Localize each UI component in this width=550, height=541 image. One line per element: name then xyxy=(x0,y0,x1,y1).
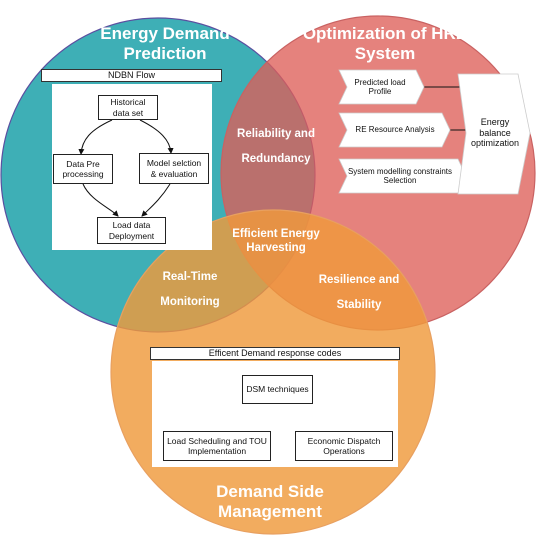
label-predicted-load: Predicted load Profile xyxy=(354,77,406,96)
chevron-re-resource xyxy=(338,112,451,148)
chevron-predicted-load xyxy=(338,69,425,105)
box-data-preprocessing: Data Pre processing xyxy=(53,154,113,184)
ndbn-flow-header xyxy=(41,69,222,82)
box-historical-data: Historical data set xyxy=(98,95,158,120)
overlap-resilience: Resilience and Stability xyxy=(318,274,400,312)
box-economic-dispatch: Economic Dispatch Operations xyxy=(295,431,393,461)
chevron-energy-balance xyxy=(457,73,531,195)
dsm-header xyxy=(150,347,400,360)
box-model-selection: Model selction & evaluation xyxy=(139,153,209,184)
overlap-realtime-monitoring: Real-Time Monitoring xyxy=(160,271,220,309)
title-demand-side-management: Demand Side Management xyxy=(216,482,324,522)
dsm-title: Efficent Demand response codes xyxy=(208,348,342,358)
label-energy-balance: Energy balance optimization xyxy=(470,117,520,149)
title-energy-demand-prediction: Energy Demand Prediction xyxy=(100,24,230,64)
box-dsm-techniques: DSM techniques xyxy=(242,375,313,404)
title-hre-optimization: Optimization of HRE System xyxy=(302,24,468,64)
label-constraints: System modelling constraints Selection xyxy=(347,166,453,185)
box-load-deployment: Load data Deployment xyxy=(97,217,166,244)
box-load-scheduling: Load Scheduling and TOU Implementation xyxy=(163,431,271,461)
ndbn-flow-title: NDBN Flow xyxy=(107,70,155,80)
overlap-efficient-energy: Efficient Energy Harvesting xyxy=(232,228,320,254)
overlap-reliability: Reliability and Redundancy xyxy=(237,128,315,166)
label-re-resource: RE Resource Analysis xyxy=(355,125,435,135)
